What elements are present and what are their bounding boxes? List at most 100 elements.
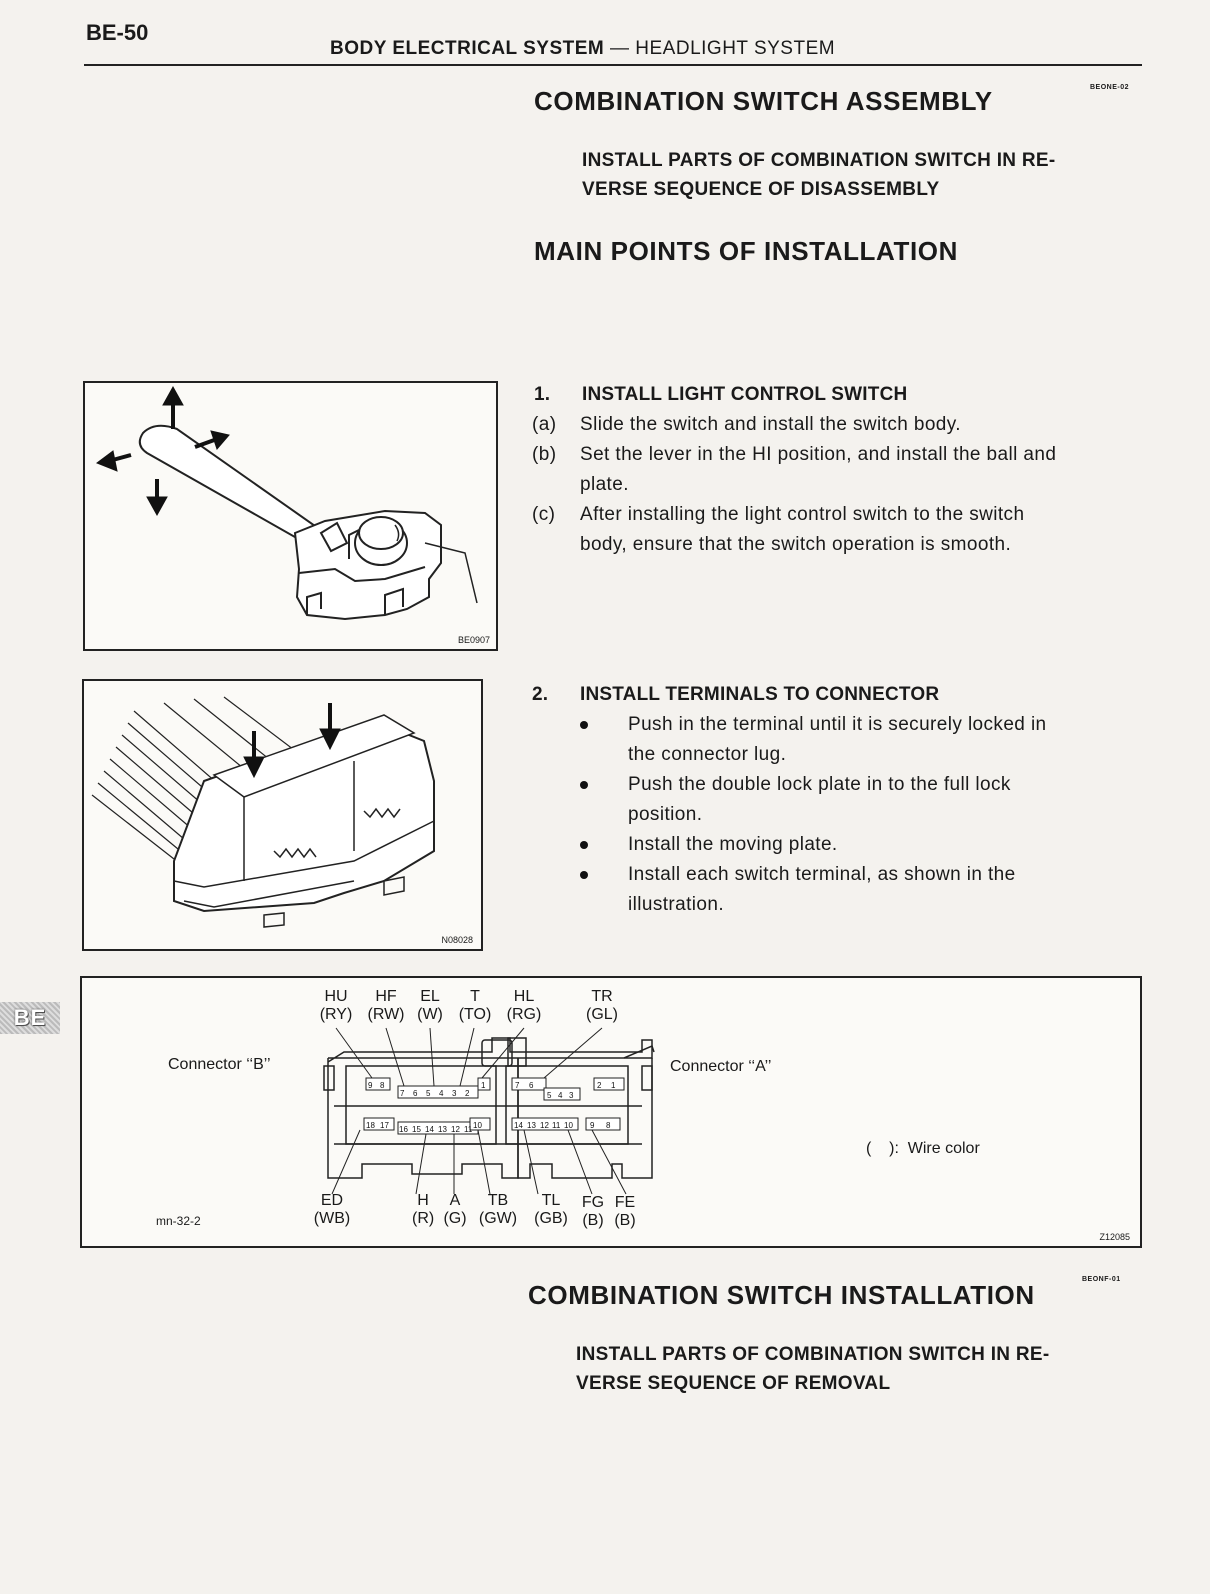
- pin-label-tl: TL(GB): [534, 1192, 568, 1227]
- header-dash: —: [610, 38, 630, 59]
- step2-bullet-3: Install the moving plate.: [578, 830, 1148, 860]
- svg-text:11: 11: [552, 1121, 561, 1130]
- svg-text:3: 3: [569, 1091, 574, 1100]
- switch-illustration: [95, 385, 478, 621]
- svg-text:17: 17: [380, 1121, 389, 1130]
- step1-item-b: (b) Set the lever in the HI position, an…: [532, 440, 1152, 500]
- assembly-title: COMBINATION SWITCH ASSEMBLY: [534, 86, 993, 116]
- svg-text:1: 1: [611, 1081, 616, 1090]
- subsection-title: HEADLIGHT SYSTEM: [635, 38, 836, 59]
- svg-text:3: 3: [452, 1089, 457, 1098]
- connector-a-label: Connector ‘‘A’’: [670, 1058, 772, 1075]
- svg-text:14: 14: [425, 1125, 434, 1134]
- pin-label-hu: HU(RY): [319, 988, 353, 1023]
- bullet-text: Push in the terminal until it is securel…: [628, 714, 1047, 735]
- svg-text:7: 7: [400, 1089, 405, 1098]
- svg-text:12: 12: [540, 1121, 549, 1130]
- svg-text:15: 15: [412, 1125, 421, 1134]
- page-number: BE-50: [86, 20, 149, 45]
- installation-title: COMBINATION SWITCH INSTALLATION: [528, 1280, 1035, 1310]
- pin-label-el: EL(W): [417, 988, 443, 1023]
- pin-label-hl: HL(RG): [506, 988, 542, 1023]
- header-rule: [84, 64, 1142, 66]
- item-text: Slide the switch and install the switch …: [580, 414, 961, 435]
- svg-text:8: 8: [606, 1121, 611, 1130]
- svg-text:13: 13: [438, 1125, 447, 1134]
- svg-text:8: 8: [380, 1081, 385, 1090]
- svg-text:5: 5: [426, 1089, 431, 1098]
- bullet-text: Install the moving plate.: [628, 834, 838, 855]
- step1-item-c: (c) After installing the light control s…: [532, 500, 1152, 560]
- item-label: (c): [532, 504, 556, 525]
- item-text: After installing the light control switc…: [580, 504, 1025, 525]
- pin-label-h: H(R): [412, 1192, 435, 1227]
- bullet-text: the connector lug.: [628, 744, 787, 765]
- bullet-icon: [580, 841, 588, 849]
- step1-item-a: (a) Slide the switch and install the swi…: [532, 410, 1152, 440]
- light-control-switch-figure: BE0907: [83, 381, 498, 651]
- bullet-icon: [580, 721, 588, 729]
- section-title: BODY ELECTRICAL SYSTEM: [330, 38, 605, 59]
- step2-bullet-4: Install each switch terminal, as shown i…: [578, 860, 1148, 920]
- connector-pinout-figure: HU(RY) HF(RW) EL(W) T(TO) HL(RG) TR(GL) …: [80, 976, 1142, 1248]
- svg-text:11: 11: [464, 1125, 473, 1134]
- connector-illustration: [91, 696, 435, 928]
- svg-text:13: 13: [527, 1121, 536, 1130]
- step2-title: INSTALL TERMINALS TO CONNECTOR: [580, 684, 940, 705]
- assembly-subtitle-line1: INSTALL PARTS OF COMBINATION SWITCH IN R…: [582, 150, 1056, 171]
- main-points-heading: MAIN POINTS OF INSTALLATION: [534, 236, 958, 266]
- section-tab: BE: [0, 1002, 60, 1034]
- svg-text:9: 9: [368, 1081, 373, 1090]
- svg-text:10: 10: [564, 1121, 573, 1130]
- assembly-subtitle-line2: VERSE SEQUENCE OF DISASSEMBLY: [582, 179, 940, 200]
- svg-text:18: 18: [366, 1121, 375, 1130]
- item-text: Set the lever in the HI position, and in…: [580, 444, 1057, 465]
- item-label: (a): [532, 414, 557, 435]
- svg-text:4: 4: [439, 1089, 444, 1098]
- pin-label-tb: TB(GW): [478, 1192, 518, 1227]
- svg-text:1: 1: [481, 1081, 486, 1090]
- pin-label-fe: FE(B): [614, 1194, 636, 1229]
- svg-text:2: 2: [597, 1081, 602, 1090]
- svg-text:16: 16: [399, 1125, 408, 1134]
- figure-code: N08028: [441, 935, 473, 945]
- step2-number: 2.: [532, 684, 549, 705]
- step2-bullet-1: Push in the terminal until it is securel…: [578, 710, 1148, 770]
- svg-text:2: 2: [465, 1089, 470, 1098]
- step2-bullet-2: Push the double lock plate in to the ful…: [578, 770, 1148, 830]
- installation-subtitle-line2: VERSE SEQUENCE OF REMOVAL: [576, 1373, 891, 1394]
- section-code: BEONF-01: [1082, 1276, 1121, 1283]
- connector-terminal-figure: N08028: [82, 679, 483, 951]
- pin-label-hf: HF(RW): [367, 988, 405, 1023]
- svg-text:9: 9: [590, 1121, 595, 1130]
- bullet-text: position.: [628, 804, 703, 825]
- svg-text:14: 14: [514, 1121, 523, 1130]
- pin-label-t: T(TO): [458, 988, 492, 1023]
- step1-title: INSTALL LIGHT CONTROL SWITCH: [582, 384, 908, 405]
- svg-text:12: 12: [451, 1125, 460, 1134]
- svg-text:5: 5: [547, 1091, 552, 1100]
- pin-label-fg: FG(B): [581, 1194, 605, 1229]
- pin-label-ed: ED(WB): [313, 1192, 351, 1227]
- svg-text:10: 10: [473, 1121, 482, 1130]
- item-text: plate.: [580, 474, 629, 495]
- bullet-text: Push the double lock plate in to the ful…: [628, 774, 1011, 795]
- installation-subtitle-line1: INSTALL PARTS OF COMBINATION SWITCH IN R…: [576, 1344, 1050, 1365]
- item-label: (b): [532, 444, 557, 465]
- svg-text:7: 7: [515, 1081, 520, 1090]
- figure-reference: mn-32-2: [156, 1214, 201, 1228]
- wire-color-legend: ( ): Wire color: [866, 1140, 980, 1157]
- figure-code: BE0907: [457, 635, 490, 645]
- bullet-icon: [580, 781, 588, 789]
- pin-label-a: A(G): [443, 1192, 467, 1227]
- pin-label-tr: TR(GL): [586, 988, 618, 1023]
- connector-b-label: Connector ‘‘B’’: [168, 1056, 271, 1073]
- running-head: BODY ELECTRICAL SYSTEM — HEADLIGHT SYSTE…: [330, 38, 835, 60]
- bullet-icon: [580, 871, 588, 879]
- bullet-text: illustration.: [628, 894, 725, 915]
- svg-text:6: 6: [529, 1081, 534, 1090]
- item-text: body, ensure that the switch operation i…: [580, 534, 1012, 555]
- step1-number: 1.: [534, 384, 551, 405]
- connector-pinout-drawing: 9 8 7 6 5 4 3 2 1 18 17 16 15 14 13 12 1…: [323, 1027, 655, 1195]
- svg-text:4: 4: [558, 1091, 563, 1100]
